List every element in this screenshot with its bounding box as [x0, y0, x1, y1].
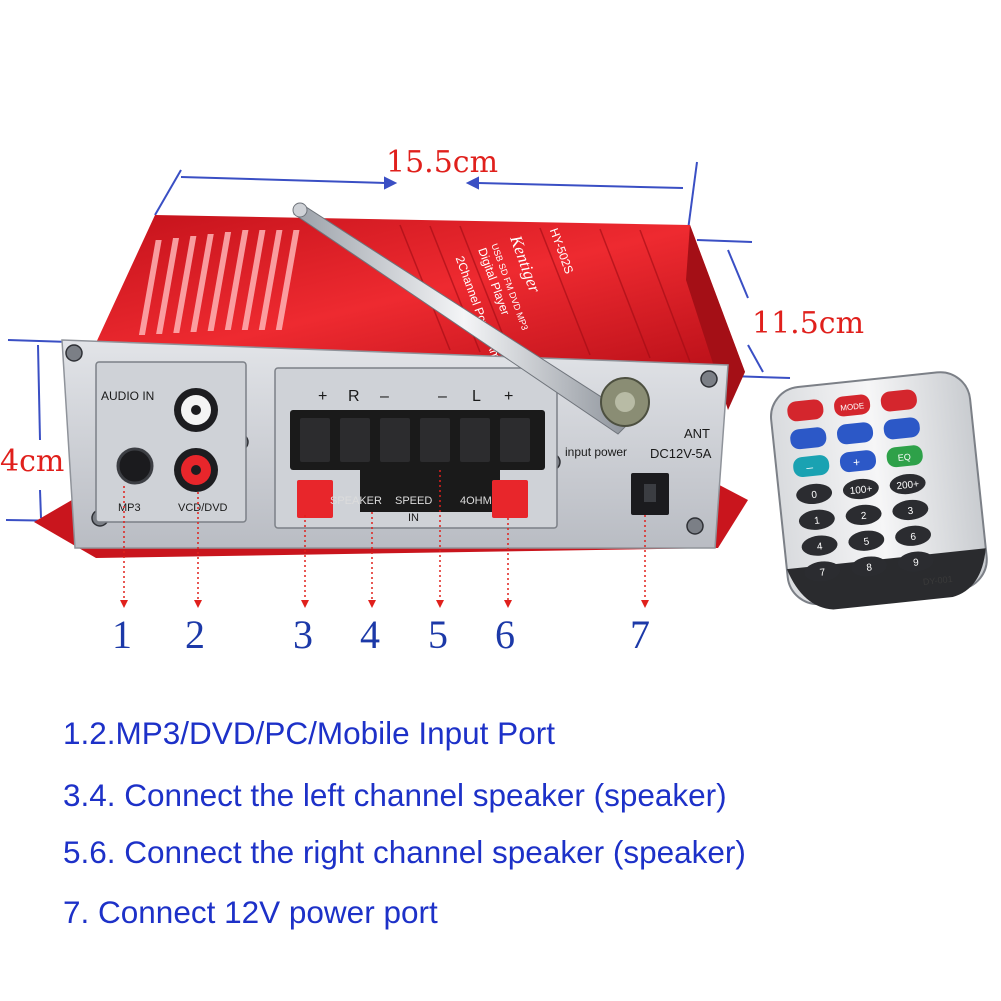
callout-4: 4: [360, 612, 380, 657]
ohm-text: 4OHM: [460, 495, 492, 507]
callout-leaders: [123, 470, 646, 600]
callout-7: 7: [630, 612, 650, 657]
remote-digit-2: 2: [860, 511, 867, 523]
polarity-minus-r: –: [380, 388, 389, 405]
remote-mode-label: MODE: [840, 401, 865, 412]
speaker-clip-right[interactable]: [492, 480, 528, 518]
height-dimension-label: 4cm: [0, 444, 64, 479]
mp3-label: MP3: [118, 502, 141, 514]
remote-media-buttons[interactable]: [789, 417, 920, 450]
remote-vol-down-label: –: [806, 460, 814, 475]
description-line-3: 5.6. Connect the right channel speaker (…: [63, 834, 746, 870]
remote-model-label: DY-001: [922, 574, 953, 587]
vcd-dvd-label: VCD/DVD: [178, 502, 228, 514]
description-line-1: 1.2.MP3/DVD/PC/Mobile Input Port: [63, 715, 555, 751]
remote-digit-0: 0: [811, 490, 818, 502]
remote-vol-up-label: +: [852, 455, 860, 470]
antenna: [292, 202, 650, 435]
polarity-l: L: [472, 388, 481, 405]
in-text: IN: [408, 512, 419, 524]
remote-volume-buttons[interactable]: – + EQ: [792, 444, 923, 478]
width-dimension-label: 15.5cm: [386, 145, 498, 180]
callout-2: 2: [185, 612, 205, 657]
remote-top-buttons[interactable]: MODE: [786, 389, 917, 422]
callout-3: 3: [293, 612, 313, 657]
speaker-text: SPEAKER: [330, 495, 382, 507]
remote-digit-4: 4: [816, 541, 823, 553]
amplifier-chassis: Kentiger HY-502S USB SD FM DVD MP3 Digit…: [34, 202, 748, 558]
remote-digit-6: 6: [910, 531, 917, 543]
polarity-r: R: [348, 388, 360, 405]
remote-control: MODE – + EQ 0 100+ 200+ 1 2 3: [770, 371, 988, 610]
input-power-label: input power: [565, 445, 627, 459]
remote-digit-100: 100+: [849, 484, 873, 497]
input-sub-panel: [95, 361, 247, 523]
dc-rating-label: DC12V-5A: [650, 446, 712, 461]
remote-eq-label: EQ: [897, 452, 911, 463]
polarity-minus-l: –: [438, 388, 447, 405]
ant-label: ANT: [684, 426, 710, 441]
remote-digit-8: 8: [866, 562, 873, 574]
depth-dimension-label: 11.5cm: [752, 306, 864, 341]
audio-in-label: AUDIO IN: [101, 389, 154, 403]
remote-digit-7: 7: [819, 567, 826, 579]
speed-text: SPEED: [395, 495, 432, 507]
remote-digit-200: 200+: [896, 479, 920, 492]
vent-slots: [138, 230, 300, 335]
description-line-4: 7. Connect 12V power port: [63, 894, 438, 930]
remote-digit-9: 9: [913, 557, 920, 569]
callout-6: 6: [495, 612, 515, 657]
polarity-plus-r: +: [318, 388, 327, 405]
callout-5: 5: [428, 612, 448, 657]
callout-1: 1: [112, 612, 132, 657]
terminal-polarity-labels: + R – – L +: [318, 388, 513, 405]
remote-digit-buttons[interactable]: 0 100+ 200+ 1 2 3 4 5 6 7 8 9: [795, 472, 935, 583]
rca-jack-red[interactable]: [174, 448, 218, 492]
mp3-jack[interactable]: [116, 447, 154, 485]
rca-jack-white[interactable]: [174, 388, 218, 432]
remote-digit-3: 3: [907, 506, 914, 518]
speaker-clip-left[interactable]: [297, 480, 333, 518]
remote-digit-1: 1: [814, 515, 821, 527]
polarity-plus-l: +: [504, 388, 513, 405]
remote-digit-5: 5: [863, 536, 870, 548]
description-line-2: 3.4. Connect the left channel speaker (s…: [63, 777, 727, 813]
